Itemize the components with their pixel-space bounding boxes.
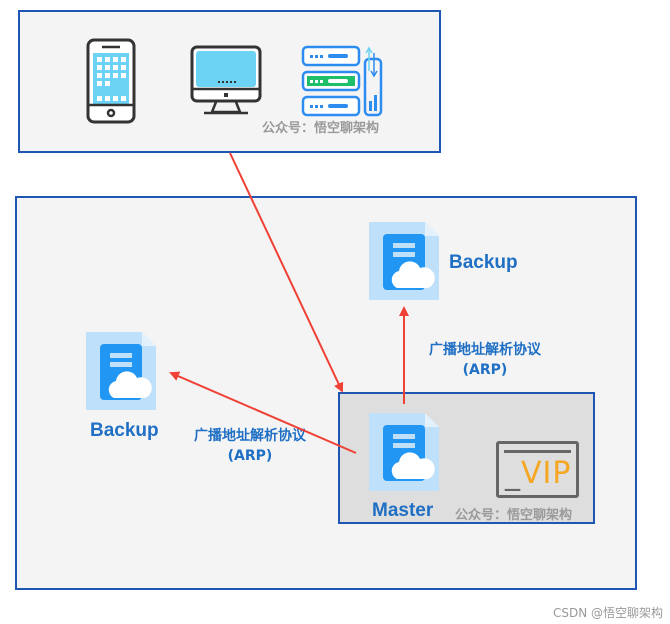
arp-top-line1: 广播地址解析协议 [429,342,541,358]
arp-left-line1: 广播地址解析协议 [194,428,306,444]
client-watermark: 公众号：悟空聊架构 [262,121,380,136]
vip-prefix: _ [505,457,520,492]
footer-credit: CSDN @悟空聊架构 [553,606,664,620]
edge-client-to-master [229,152,344,393]
backup-left-label: Backup [90,420,159,441]
master-file-icon [369,413,439,491]
arp-label-left: 广播地址解析协议 (ARP) [180,426,320,466]
vip-badge-bar [504,450,571,453]
backup-top-label: Backup [449,252,518,273]
arp-label-top: 广播地址解析协议 (ARP) [415,340,555,380]
arp-left-line2: (ARP) [227,448,273,464]
master-watermark: 公众号：悟空聊架构 [455,508,573,523]
vip-badge: _ VIP [496,441,579,498]
backup-top-file-icon [369,222,439,300]
master-label: Master [372,500,434,521]
arp-top-line2: (ARP) [462,362,508,378]
vip-label: VIP [521,456,572,491]
edge-master-to-backup-left [169,371,357,454]
backup-left-file-icon [86,332,156,410]
smartphone-icon [86,38,136,124]
monitor-icon [190,45,262,115]
server-icon [301,45,383,117]
